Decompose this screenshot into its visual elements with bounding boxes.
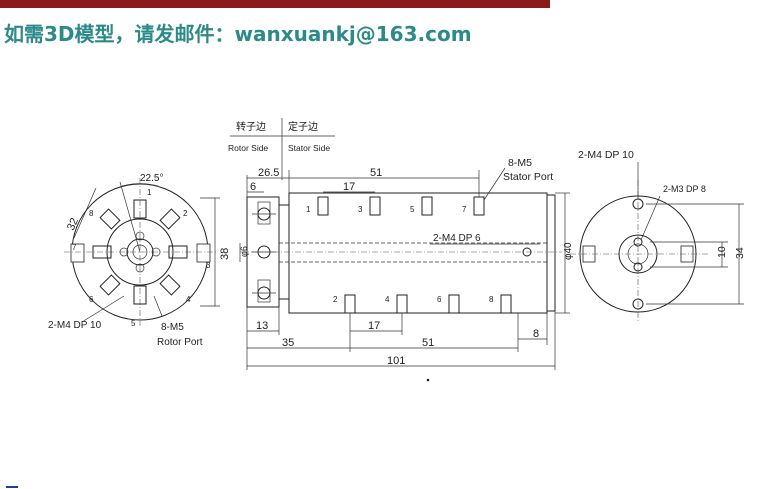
port-label: 5 xyxy=(410,205,415,214)
flange-slot xyxy=(257,201,271,225)
port-label: 6 xyxy=(437,295,442,304)
stator-port xyxy=(448,294,460,314)
callout-m3-right: 2-M3 DP 8 xyxy=(663,184,706,194)
port-label: 7 xyxy=(72,243,77,252)
callout-leader xyxy=(81,295,125,323)
port-block-2 xyxy=(159,208,181,230)
bottom-mark xyxy=(6,486,18,488)
dim-phi6: φ6 xyxy=(239,246,249,257)
stator-port xyxy=(473,196,485,216)
stator-port xyxy=(317,196,329,216)
dim-51-bottom: 51 xyxy=(422,337,434,349)
port-label: 4 xyxy=(186,295,191,304)
port-block-4 xyxy=(159,274,181,296)
dim-6: 6 xyxy=(250,181,256,193)
dim-51-top: 51 xyxy=(370,167,382,179)
callout-leader xyxy=(153,295,163,317)
port-block-1 xyxy=(133,199,147,219)
contact-header: 如需3D模型，请发邮件：wanxuankj@163.com xyxy=(4,22,472,46)
left-flat-right xyxy=(196,243,211,263)
port-label: 8 xyxy=(89,209,94,218)
port-label: 6 xyxy=(89,295,94,304)
rotor-side-cn: 转子边 xyxy=(236,120,266,133)
callout-m4-right: 2-M4 DP 10 xyxy=(578,149,634,161)
port-label: 7 xyxy=(462,205,467,214)
left-flat-left xyxy=(70,243,85,263)
dim-26-5: 26.5 xyxy=(258,167,279,179)
port-label: 2 xyxy=(183,209,188,218)
stator-port xyxy=(396,294,408,314)
dim-17-bottom: 17 xyxy=(368,320,380,332)
dim-8: 8 xyxy=(533,328,539,340)
angle-arc xyxy=(121,183,159,187)
dim-32-label: 32 xyxy=(65,216,81,232)
dim-101: 101 xyxy=(387,355,405,367)
callout-leader xyxy=(640,195,661,241)
angle-label: 22.5° xyxy=(140,173,163,184)
right-end-view: 2-M4 DP 10 2-M3 DP 8 10 34 xyxy=(570,149,746,322)
dim-17-top: 17 xyxy=(343,181,355,193)
port-label: 3 xyxy=(358,205,363,214)
top-ports: 1 3 5 7 xyxy=(306,196,485,216)
port-block-7 xyxy=(92,245,112,259)
dim-10: 10 xyxy=(716,246,728,258)
port-label: 2 xyxy=(333,295,338,304)
side-view: 转子边 定子边 Rotor Side Stator Side xyxy=(228,118,574,382)
port-label: 4 xyxy=(385,295,390,304)
dim-32-line xyxy=(73,187,97,239)
dim-38-label: 38 xyxy=(219,248,231,260)
angle-leader xyxy=(119,181,141,253)
left-end-view: 1 2 3 4 5 6 7 8 22.5° 32 38 2-M4 DP 10 8… xyxy=(48,173,231,348)
stator-port xyxy=(369,196,381,216)
stator-side-en: Stator Side xyxy=(288,143,330,153)
bottom-ports: 2 4 6 8 xyxy=(333,294,512,314)
port-block-5 xyxy=(133,285,147,305)
port-label: 5 xyxy=(131,319,136,328)
stator-side-cn: 定子边 xyxy=(288,120,318,133)
dim-phi40: φ40 xyxy=(563,242,574,260)
top-accent-bar xyxy=(0,0,550,8)
port-block-6 xyxy=(99,274,121,296)
port-label: 1 xyxy=(306,205,311,214)
callout-m4-side: 2-M4 DP 6 xyxy=(433,233,481,244)
stator-port xyxy=(421,196,433,216)
port-label: 3 xyxy=(206,261,211,270)
port-label: 8 xyxy=(489,295,494,304)
callout-holes: 2-M4 DP 10 xyxy=(48,320,102,331)
callout-stator: 8-M5 xyxy=(508,157,532,169)
dim-35: 35 xyxy=(282,337,294,349)
callout-ports: 8-M5 xyxy=(161,322,184,333)
m4-hole xyxy=(522,247,532,257)
dim-13: 13 xyxy=(256,320,268,332)
end-cap xyxy=(546,194,556,312)
stator-port xyxy=(500,294,512,314)
hub-hole xyxy=(135,231,145,241)
stator-port xyxy=(344,294,356,314)
callout-ports-sub: Rotor Port xyxy=(157,337,203,348)
port-block-8 xyxy=(99,208,121,230)
rotor-side-en: Rotor Side xyxy=(228,143,268,153)
dim-34: 34 xyxy=(734,247,746,259)
callout-stator-sub: Stator Port xyxy=(503,171,553,183)
callout-leader xyxy=(483,167,506,201)
dot-mark xyxy=(426,378,430,382)
port-label: 1 xyxy=(147,188,152,197)
port-block-3 xyxy=(168,245,188,259)
